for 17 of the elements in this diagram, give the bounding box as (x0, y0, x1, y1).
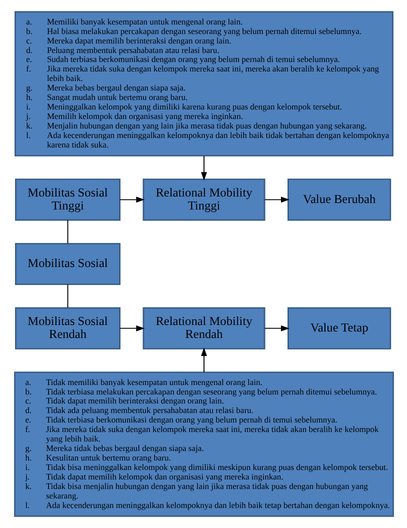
arrow (200, 155, 206, 181)
node-box: a. Tidak memiliki banyak kesempatan untuk mengenal orang lain. b. Tidak terbiasa melakukan percakapan dengan seseorang yang belum pernah ditemui sebelumnya. c. Tidak dapat memilih berinteraksi dengan orang lain. d. Tidak ada peluang membentuk persahabatan atau relasi baru. e. Tidak terbiasa berkomunikasi dengan orang yang belum pernah di temui sebelumnya. f. Jika mereka tidak suka dengan kelompok mereka saat ini, mereka tidak akan beralih ke kelompok yang lebih baik. g. Mereka tidak bebas bergaul dengan siapa saja. h. Kesulitan untuk bertemu orang baru. i. Tidak bisa meninggalkan kelompok yang dimiliki meskipun kurang puas dengan kelompok tersebut. j. Tidak dapat memilih kelompok dan organisasi yang mereka inginkan. k. Tidak bisa menjalin hubungan dengan yang lain jika merasa tidak puas dengan hubungan yang sekarang. l. Ada kecenderungan meninggalkan kelompoknya dan lebih baik tetap bertahan dengan kelompoknya. (14, 372, 394, 517)
node-box: Relational Mobility Rendah (142, 307, 265, 350)
node-box: Value Berubah (287, 178, 391, 221)
node-box: Mobilitas Sosial Tinggi (14, 178, 120, 221)
connector (66, 284, 68, 308)
connector (66, 220, 68, 244)
node-box: Mobilitas Sosial (14, 242, 120, 286)
node-box: Mobilitas Sosial Rendah (14, 307, 120, 350)
arrow (264, 325, 289, 332)
arrow (118, 325, 144, 332)
node-box: Relational Mobility Tinggi (142, 178, 265, 221)
arrow (200, 347, 206, 373)
arrow (264, 196, 289, 203)
arrow (118, 196, 144, 203)
node-box: Value Tetap (287, 307, 391, 350)
node-box: a. Memiliki banyak kesempatan untuk mengenal orang lain. b. Hal biasa melakukan percakapan dengan seseorang yang belum pernah ditemui sebelumnya. c. Mereka dapat memilih berinteraksi dengan orang lain. d. Peluang membentuk persahabatan atau relasi baru. e. Sudah terbiasa berkomunikasi dengan orang yang belum pernah di temui sebelumnya. f. Jika mereka tidak suka dengan kelompok mereka saat ini, mereka akan beralih ke kelompok yang lebih baik. g. Mereka bebas bergaul dengan siapa saja. h. Sangat mudah untuk bertemu orang baru. i. Meninggalkan kelompok yang dimiliki karena kurang puas dengan kelompok tersebut. j. Memilih kelompok dan organisasi yang mereka inginkan. k. Menjalin hubungan dengan yang lain jika merasa tidak puas dengan hubungan yang sekarang. l. Ada kecenderungan meninggalkan kelompoknya dan lebih baik tidak bertahan dengan kelompoknya karena tidak suka. (14, 11, 393, 156)
